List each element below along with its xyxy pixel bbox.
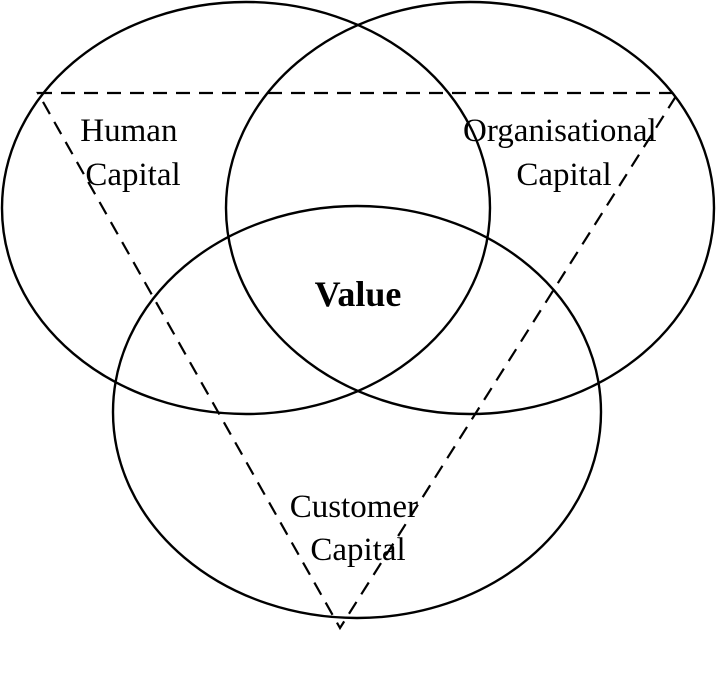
organisational-capital-label-line-2: Capital: [516, 157, 611, 193]
organisational-capital-label-line-1: Organisational: [463, 113, 657, 149]
customer-capital-label: Customer Capital: [290, 489, 427, 568]
human-capital-label-line-2: Capital: [85, 157, 180, 193]
customer-capital-circle: [111, 204, 603, 620]
organisational-capital-circle: [224, 0, 716, 416]
human-capital-label: Human Capital: [80, 113, 185, 193]
customer-capital-label-line-2: Capital: [310, 532, 405, 568]
value-label: Value: [315, 274, 402, 314]
organisational-capital-label: Organisational Capital: [463, 113, 665, 193]
human-capital-circle: [0, 0, 492, 416]
customer-capital-label-line-1: Customer: [290, 489, 418, 525]
dashed-triangle: [36, 91, 680, 631]
human-capital-label-line-1: Human: [80, 113, 177, 149]
